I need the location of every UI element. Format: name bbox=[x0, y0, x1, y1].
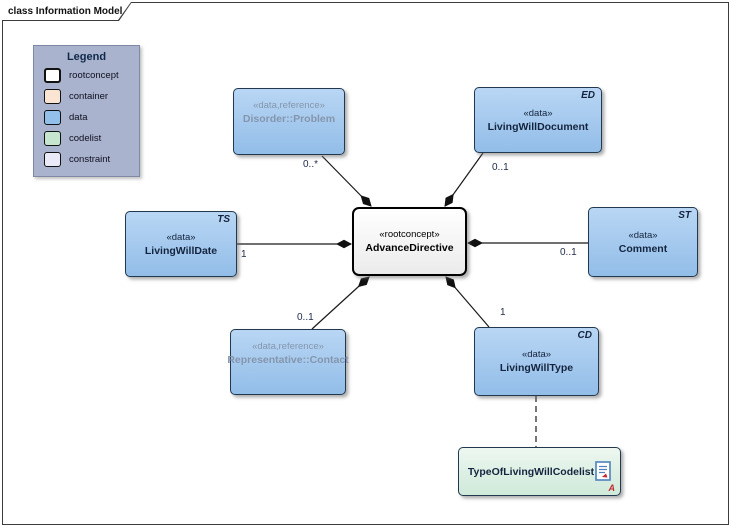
class-name: AdvanceDirective bbox=[365, 242, 454, 254]
legend-item-container: container bbox=[44, 88, 139, 105]
multiplicity-representative: 0..1 bbox=[297, 312, 314, 323]
class-name: LivingWillDate bbox=[144, 244, 218, 257]
codelist-swatch bbox=[44, 131, 61, 146]
stereotype: «data» bbox=[523, 107, 553, 119]
stereotype: «data» bbox=[521, 349, 552, 360]
data-swatch bbox=[44, 110, 61, 125]
class-livingwilltype[interactable]: CD «data» LivingWillType bbox=[474, 327, 599, 396]
datatype-label: ED bbox=[581, 90, 595, 101]
legend: Legend rootconcept container data codeli… bbox=[33, 45, 140, 177]
class-disorder-problem[interactable]: «data,reference» Disorder::Problem bbox=[233, 88, 345, 155]
multiplicity-livingwilldate: 1 bbox=[241, 249, 247, 260]
legend-item-data: data bbox=[44, 109, 139, 126]
class-comment[interactable]: ST «data» Comment bbox=[588, 207, 698, 277]
stereotype: «data,reference» bbox=[252, 341, 324, 352]
datatype-label: ST bbox=[678, 210, 691, 221]
multiplicity-disorder: 0..* bbox=[303, 159, 319, 170]
legend-title: Legend bbox=[66, 51, 107, 63]
multiplicity-comment: 0..1 bbox=[560, 247, 577, 258]
class-representative-contact[interactable]: «data,reference» Representative::Contact bbox=[227, 329, 349, 395]
multiplicity-livingwilldocument: 0..1 bbox=[492, 162, 509, 173]
datatype-label: TS bbox=[217, 214, 230, 225]
class-name: LivingWillDocument bbox=[487, 120, 589, 133]
class-name: TypeOfLivingWillCodelist bbox=[467, 465, 595, 478]
legend-label: codelist bbox=[69, 133, 102, 144]
multiplicity-livingwilltype: 1 bbox=[500, 307, 506, 318]
diagram-title: class Information Model bbox=[8, 5, 123, 17]
rootconcept-swatch bbox=[44, 68, 61, 83]
legend-label: rootconcept bbox=[69, 70, 119, 81]
document-icon bbox=[595, 461, 611, 481]
class-name: LivingWillType bbox=[499, 362, 574, 374]
class-livingwilldate[interactable]: TS «data» LivingWillDate bbox=[125, 211, 237, 277]
stereotype: «rootconcept» bbox=[379, 229, 440, 240]
legend-item-constraint: constraint bbox=[44, 151, 139, 168]
container-swatch bbox=[44, 89, 61, 104]
class-name: Representative::Contact bbox=[227, 354, 349, 366]
class-advancedirective[interactable]: «rootconcept» AdvanceDirective bbox=[352, 207, 467, 276]
stereotype: «data,reference» bbox=[253, 100, 325, 111]
constraint-swatch bbox=[44, 152, 61, 167]
stereotype: «data» bbox=[628, 229, 658, 241]
class-name: Comment bbox=[618, 242, 668, 255]
annotation-letter: A bbox=[608, 483, 616, 493]
class-livingwilldocument[interactable]: ED «data» LivingWillDocument bbox=[474, 87, 602, 153]
class-name: Disorder::Problem bbox=[242, 113, 336, 125]
legend-label: constraint bbox=[69, 154, 111, 165]
class-typeoflivingwillcodelist[interactable]: TypeOfLivingWillCodelist A bbox=[458, 447, 621, 496]
legend-label: data bbox=[69, 112, 88, 123]
diagram-title-tab: class Information Model bbox=[2, 2, 132, 21]
legend-item-codelist: codelist bbox=[44, 130, 139, 147]
datatype-label: CD bbox=[577, 330, 592, 341]
stereotype: «data» bbox=[166, 231, 196, 243]
legend-label: container bbox=[69, 91, 109, 102]
legend-item-rootconcept: rootconcept bbox=[44, 67, 139, 84]
